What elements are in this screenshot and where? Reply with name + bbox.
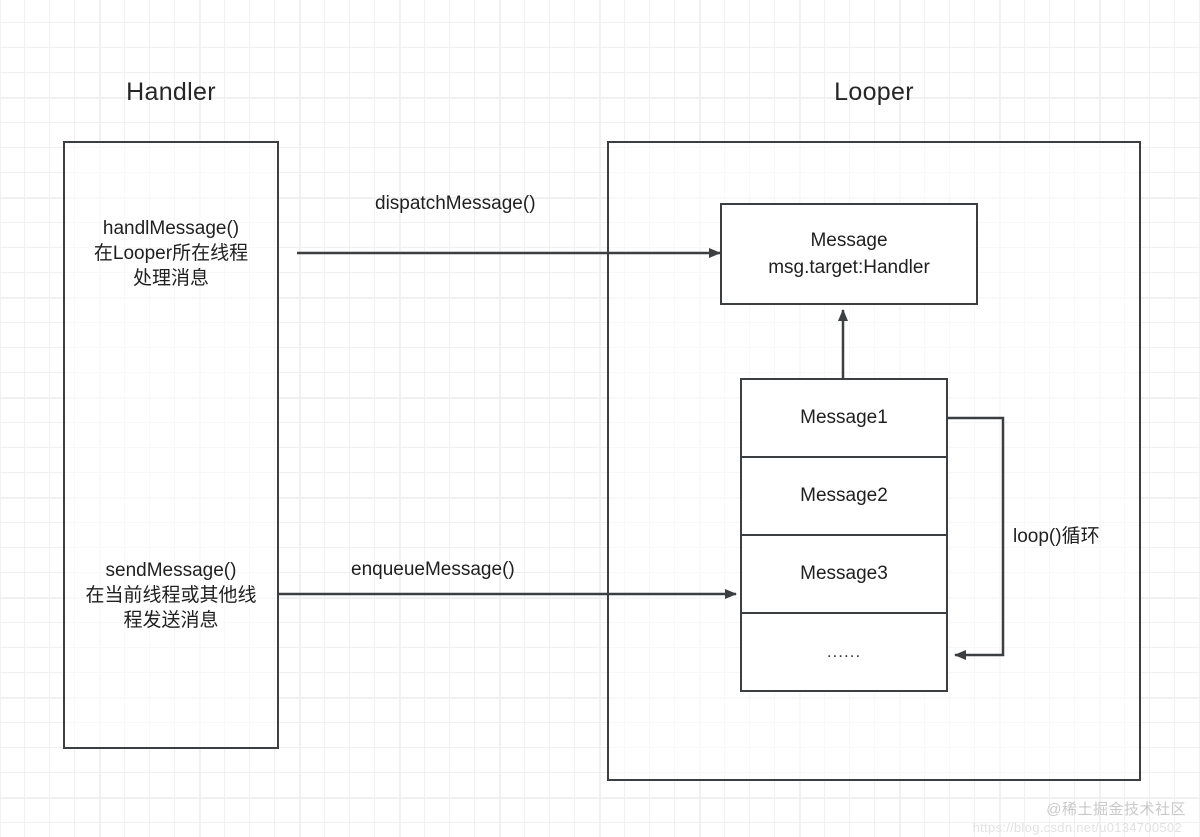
loop-label: loop()循环 bbox=[1013, 526, 1100, 547]
queue-row: Message3 bbox=[742, 536, 946, 614]
queue-row: ...... bbox=[826, 642, 862, 661]
message-node-title: Message bbox=[810, 230, 888, 251]
watermark-url: https://blog.csdn.net/u0134700502 bbox=[972, 820, 1182, 835]
handler-container bbox=[63, 141, 279, 749]
handler-handle-message-text: handlMessage() 在Looper所在线程 处理消息 bbox=[93, 218, 249, 289]
handler-title: Handler bbox=[126, 78, 216, 106]
message-node-target: msg.target:Handler bbox=[768, 257, 930, 278]
queue-row: Message1 bbox=[742, 380, 946, 458]
looper-title: Looper bbox=[834, 78, 914, 106]
message-node: Message msg.target:Handler bbox=[720, 203, 978, 305]
queue-row: Message2 bbox=[742, 458, 946, 536]
message-queue: Message1 Message2 Message3 ...... bbox=[740, 378, 948, 692]
enqueue-message-label: enqueueMessage() bbox=[351, 559, 515, 580]
handler-send-message-text: sendMessage() 在当前线程或其他线 程发送消息 bbox=[85, 560, 257, 631]
dispatch-message-label: dispatchMessage() bbox=[375, 193, 536, 214]
watermark-text: @稀土掘金技术社区 bbox=[1046, 801, 1186, 818]
